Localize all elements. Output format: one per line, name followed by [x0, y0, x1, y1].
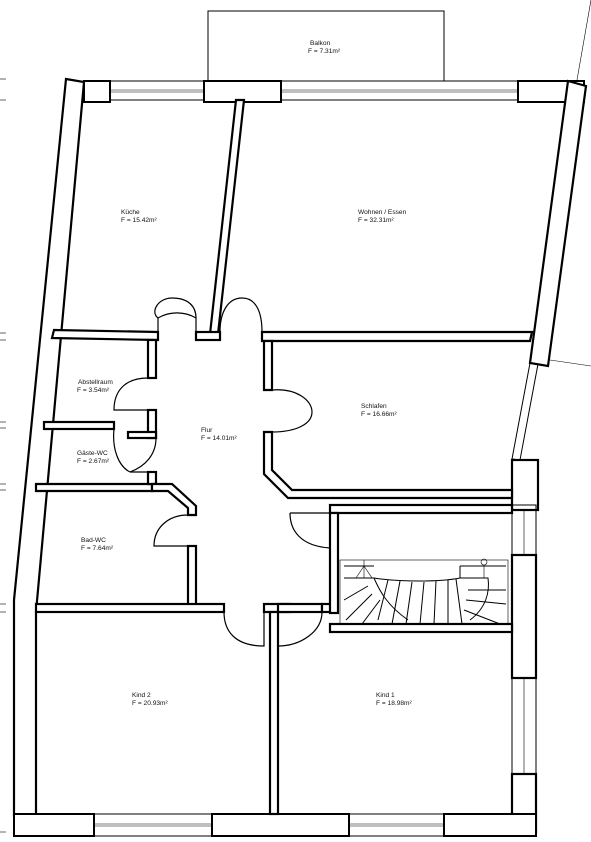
- svg-text:Bad-WC: Bad-WC: [81, 537, 106, 544]
- staircase: [339, 558, 509, 625]
- svg-text:Kind 1: Kind 1: [376, 692, 395, 699]
- svg-text:F = 15.42m²: F = 15.42m²: [121, 217, 158, 224]
- svg-text:F = 7.31m²: F = 7.31m²: [308, 48, 341, 55]
- svg-text:Schlafen: Schlafen: [361, 403, 387, 410]
- svg-text:Kind 2: Kind 2: [132, 692, 151, 699]
- room-schlafen: Schlafen F = 16.66m²: [361, 403, 398, 418]
- svg-text:F = 18.98m²: F = 18.98m²: [376, 700, 413, 707]
- room-labels: Balkon F = 7.31m² Küche F = 15.42m² Wohn…: [77, 40, 413, 707]
- svg-text:F = 32.31m²: F = 32.31m²: [358, 217, 395, 224]
- room-abstellraum: Abstellraum F = 3.54m²: [77, 379, 113, 394]
- svg-text:Flur: Flur: [201, 427, 213, 434]
- reference-lines: [549, 0, 591, 367]
- svg-text:Gäste-WC: Gäste-WC: [77, 450, 108, 457]
- svg-text:Küche: Küche: [121, 209, 140, 216]
- room-gaeste-wc: Gäste-WC F = 2.67m²: [77, 450, 110, 465]
- room-flur: Flur F = 14.01m²: [201, 427, 238, 442]
- svg-text:Abstellraum: Abstellraum: [78, 379, 113, 386]
- svg-text:Wohnen / Essen: Wohnen / Essen: [358, 209, 407, 216]
- svg-text:F = 3.54m²: F = 3.54m²: [77, 387, 110, 394]
- room-kueche: Küche F = 15.42m²: [121, 209, 158, 224]
- room-kind-1: Kind 1 F = 18.98m²: [376, 692, 413, 707]
- svg-text:Balkon: Balkon: [310, 40, 330, 47]
- svg-text:F = 20.93m²: F = 20.93m²: [132, 700, 169, 707]
- svg-text:F = 2.67m²: F = 2.67m²: [77, 458, 110, 465]
- interior-walls: [34, 98, 534, 816]
- svg-text:F = 14.01m²: F = 14.01m²: [201, 435, 238, 442]
- margin-ticks: [0, 78, 6, 833]
- room-balkon: Balkon F = 7.31m²: [308, 40, 341, 55]
- exterior-walls: [12, 77, 588, 837]
- door-swings: [113, 297, 331, 647]
- room-bad-wc: Bad-WC F = 7.64m²: [81, 537, 114, 552]
- room-kind-2: Kind 2 F = 20.93m²: [132, 692, 169, 707]
- room-wohnen-essen: Wohnen / Essen F = 32.31m²: [358, 209, 407, 224]
- svg-text:F = 16.66m²: F = 16.66m²: [361, 411, 398, 418]
- svg-text:F = 7.64m²: F = 7.64m²: [81, 545, 114, 552]
